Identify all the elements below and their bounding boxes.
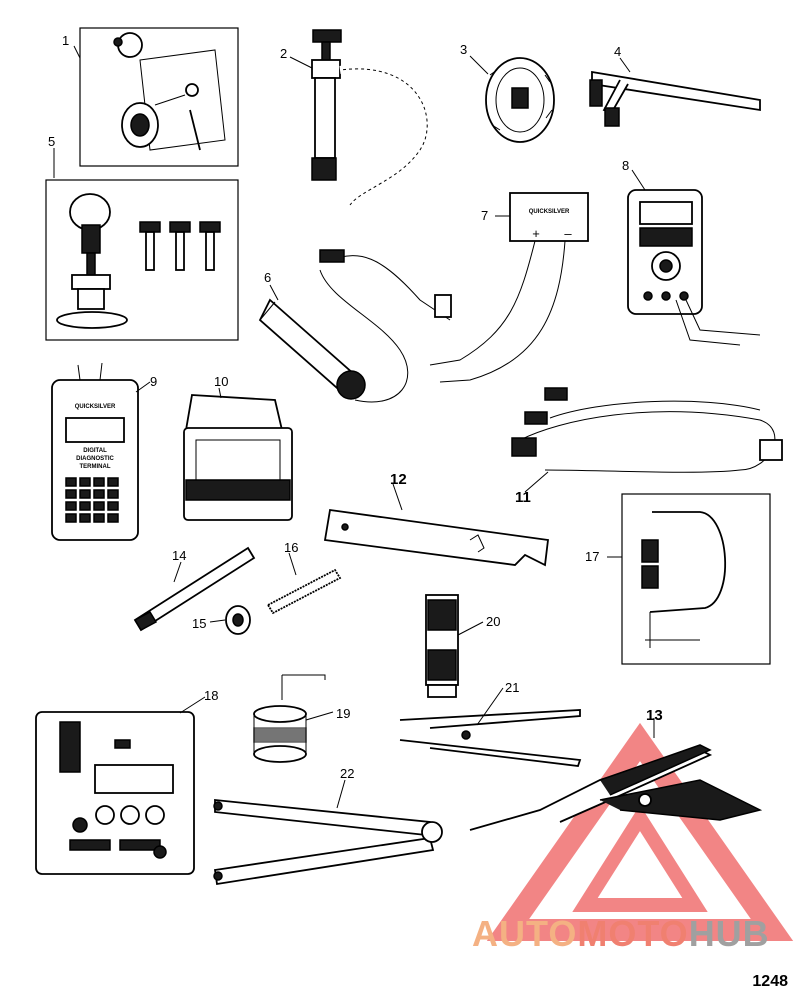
callout-1: 1: [62, 33, 69, 48]
watermark-hub: HUB: [689, 913, 770, 954]
tool-7-test-harness-box: QUICKSILVER + –: [319, 192, 589, 383]
callout-22: 22: [340, 766, 354, 781]
tool-6-spark-tester: [258, 269, 409, 403]
leader-lines: [53, 45, 655, 809]
tool-16-threaded-rod: [266, 568, 342, 615]
callout-21: 21: [505, 680, 519, 695]
callout-4: 4: [614, 44, 621, 59]
watermark-triangle-logo: [486, 722, 794, 941]
tool-3-filter-wrench: [485, 57, 555, 143]
tool-19-ring-compressor: [253, 674, 326, 763]
quicksilver-box-label: QUICKSILVER: [529, 209, 570, 215]
callout-17: 17: [585, 549, 599, 564]
callout-11: 11: [515, 489, 531, 506]
terminal-brand: QUICKSILVER: [75, 404, 116, 410]
bolt-set: [139, 221, 221, 271]
tool-1-drive-shaft-puller: [79, 27, 239, 167]
callout-14: 14: [172, 548, 186, 563]
terminal-line-3: TERMINAL: [80, 464, 111, 470]
kit-parts: [69, 805, 167, 859]
tool-5-lifting-eye-kit: [45, 179, 239, 341]
tool-13-pliers: [469, 744, 763, 831]
callout-8: 8: [622, 158, 629, 173]
tool-15-bushing: [225, 605, 251, 635]
tool-22-spanner-wrench: [213, 799, 443, 886]
callout-7: 7: [481, 208, 488, 223]
callout-6: 6: [264, 270, 271, 285]
tool-11-test-harness: [511, 387, 783, 473]
watermark-moto: MOTO: [577, 913, 688, 954]
watermark-text: AUTOMOTOHUB: [472, 913, 770, 954]
tool-14-rod: [133, 546, 256, 632]
callout-labels: 1 2 3 4 5 6 7 8 9 10 11 12 13 14 15 16 1…: [48, 33, 663, 781]
terminal-line-2: DIAGNOSTIC: [76, 456, 114, 462]
callout-2: 2: [280, 46, 287, 61]
callout-13: 13: [646, 707, 663, 724]
tool-20-grease-tube: [425, 594, 459, 698]
tool-10-carry-case: [183, 394, 293, 521]
tool-4-alignment-tool: [589, 70, 761, 127]
tool-8-multimeter: [627, 189, 761, 346]
watermark-auto: AUTO: [472, 913, 577, 954]
tool-17-c-clamp: [621, 493, 771, 665]
minus-label: –: [564, 226, 572, 241]
svg-text:AUTOMOTOHUB: AUTOMOTOHUB: [472, 913, 770, 954]
callout-19: 19: [336, 706, 350, 721]
callout-9: 9: [150, 374, 157, 389]
tool-12-flat-lever: [323, 508, 549, 567]
callout-20: 20: [486, 614, 500, 629]
tool-18-bearing-kit-case: [35, 711, 195, 875]
tool-21-long-pliers: [399, 709, 582, 767]
plus-label: +: [532, 226, 540, 241]
figure-number: 1248: [752, 973, 788, 990]
callout-18: 18: [204, 688, 218, 703]
callout-12: 12: [390, 471, 407, 488]
callout-16: 16: [284, 540, 298, 555]
terminal-keypad: [65, 477, 119, 523]
tool-9-digital-diagnostic-terminal: QUICKSILVER DIGITAL DIAGNOSTIC TERMINAL: [51, 362, 139, 541]
callout-10: 10: [214, 374, 228, 389]
tool-2-oil-pump: [311, 29, 432, 208]
callout-5: 5: [48, 134, 55, 149]
callout-15: 15: [192, 616, 206, 631]
callout-3: 3: [460, 42, 467, 57]
terminal-line-1: DIGITAL: [83, 448, 107, 454]
